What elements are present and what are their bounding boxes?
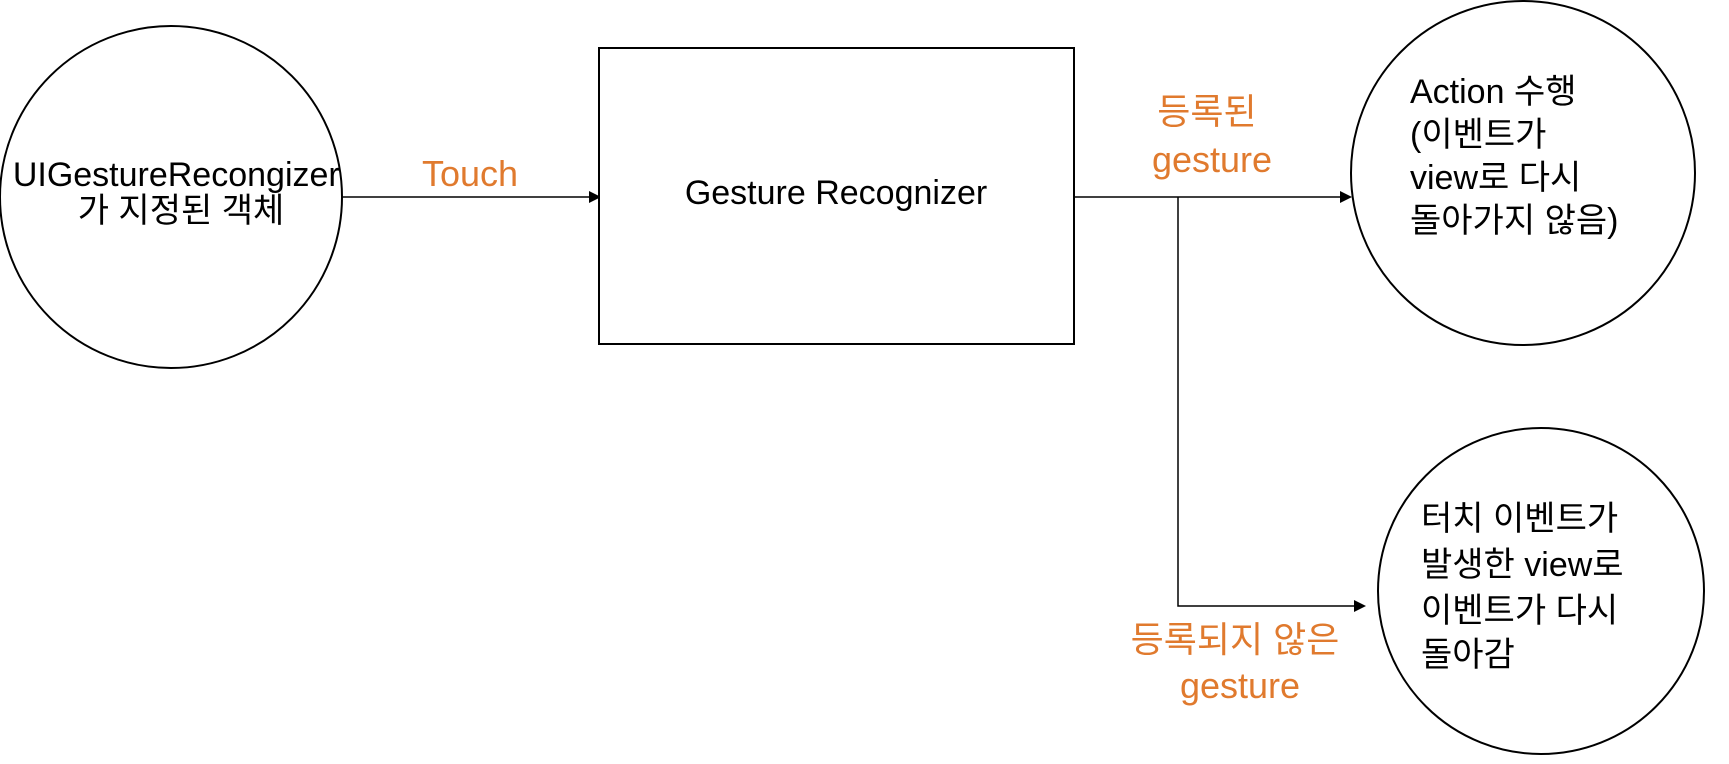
fallback-label: 터치 이벤트가 발생한 view로 이벤트가 다시 돌아감 (1421, 500, 1633, 674)
action-line-4: 돌아가지 않음) (1410, 202, 1618, 240)
touch-edge-arrowhead (589, 191, 601, 203)
gesture-recognizer-node: Gesture Recognizer (598, 47, 1075, 345)
fallback-line-3: 이벤트가 다시 (1421, 592, 1618, 630)
unregistered-edge-arrowhead (1354, 600, 1366, 612)
action-line-3: view로 다시 (1410, 159, 1581, 197)
action-node: Action 수행 (이벤트가 view로 다시 돌아가지 않음) (1350, 0, 1696, 346)
action-line-1: Action 수행 (1410, 73, 1577, 111)
action-line-2: (이벤트가 (1410, 116, 1546, 154)
source-object-line-1: UIGestureRecongizer (13, 156, 340, 194)
action-label: Action 수행 (이벤트가 view로 다시 돌아가지 않음) (1410, 73, 1618, 240)
unregistered-edge-label: 등록되지 않은 gesture (1131, 619, 1350, 706)
touch-edge-label: Touch (422, 153, 518, 194)
fallback-line-2: 발생한 view로 (1421, 546, 1624, 584)
unregistered-gesture-edge: 등록되지 않은 gesture (1131, 197, 1366, 706)
gesture-recognizer-box (598, 47, 1075, 345)
fallback-line-4: 돌아감 (1421, 636, 1515, 674)
unregistered-edge-line-1: 등록되지 않은 (1131, 619, 1340, 660)
fallback-node: 터치 이벤트가 발생한 view로 이벤트가 다시 돌아감 (1377, 427, 1705, 755)
source-object-node: UIGestureRecongizer 가 지정된 객체 (0, 25, 349, 369)
registered-edge-arrowhead (1340, 191, 1352, 203)
registered-edge-line-1: 등록된 (1157, 91, 1256, 132)
touch-edge: Touch (342, 153, 601, 203)
registered-gesture-edge: 등록된 gesture (1074, 91, 1352, 203)
source-object-label: UIGestureRecongizer 가 지정된 객체 (13, 156, 349, 230)
action-circle (1350, 0, 1696, 346)
registered-edge-line-2: gesture (1152, 139, 1272, 180)
unregistered-edge-line (1177, 197, 1354, 607)
gesture-recognizer-label: Gesture Recognizer (685, 174, 987, 212)
unregistered-edge-line-2: gesture (1180, 665, 1300, 706)
fallback-line-1: 터치 이벤트가 (1421, 500, 1618, 538)
registered-edge-label: 등록된 gesture (1152, 91, 1272, 180)
fallback-circle (1377, 427, 1705, 755)
source-object-line-2: 가 지정된 객체 (78, 192, 285, 230)
